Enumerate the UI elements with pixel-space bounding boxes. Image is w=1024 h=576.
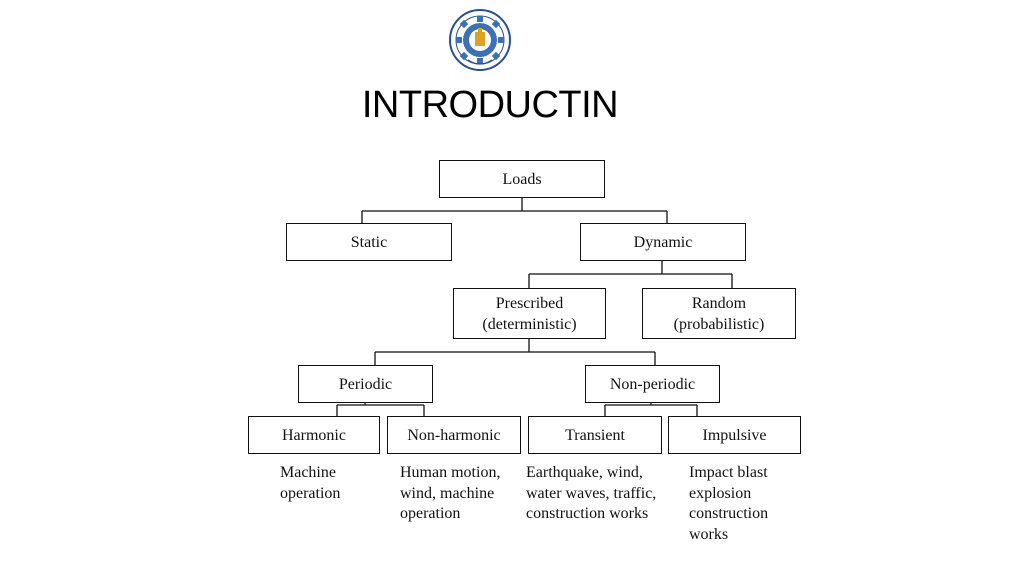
slide-title: INTRODUCTIN xyxy=(361,84,619,126)
node-transient: Transient xyxy=(528,416,662,454)
node-transient-label: Transient xyxy=(565,426,625,444)
node-harmonic-label: Harmonic xyxy=(282,426,346,444)
node-loads: Loads xyxy=(439,160,605,198)
node-non-harmonic-label: Non-harmonic xyxy=(407,426,501,444)
example-harmonic: Machine operation xyxy=(280,464,341,502)
faculty-logo xyxy=(448,8,512,72)
node-periodic: Periodic xyxy=(298,365,433,403)
node-non-periodic-label: Non-periodic xyxy=(609,375,696,393)
node-impulsive-label: Impulsive xyxy=(702,426,767,444)
node-static: Static xyxy=(286,223,452,261)
node-harmonic: Harmonic xyxy=(248,416,380,454)
example-transient: Earthquake, wind, water waves, traffic, … xyxy=(526,464,657,522)
node-dynamic-label: Dynamic xyxy=(633,233,693,251)
node-dynamic: Dynamic xyxy=(580,223,746,261)
node-prescribed-label: Prescribed (deterministic) xyxy=(482,294,577,333)
node-periodic-label: Periodic xyxy=(338,375,393,393)
node-non-harmonic: Non-harmonic xyxy=(387,416,521,454)
node-random-label: Random (probabilistic) xyxy=(673,294,765,333)
node-impulsive: Impulsive xyxy=(668,416,801,454)
node-loads-label: Loads xyxy=(502,170,542,188)
node-random: Random (probabilistic) xyxy=(642,288,796,339)
node-prescribed: Prescribed (deterministic) xyxy=(453,288,606,339)
node-non-periodic: Non-periodic xyxy=(585,365,720,403)
example-impulsive: Impact blast explosion construction work… xyxy=(689,464,769,543)
example-non-harmonic: Human motion, wind, machine operation xyxy=(400,464,501,522)
faculty-of-engineering-seal-icon xyxy=(449,9,511,71)
node-static-label: Static xyxy=(350,233,388,251)
